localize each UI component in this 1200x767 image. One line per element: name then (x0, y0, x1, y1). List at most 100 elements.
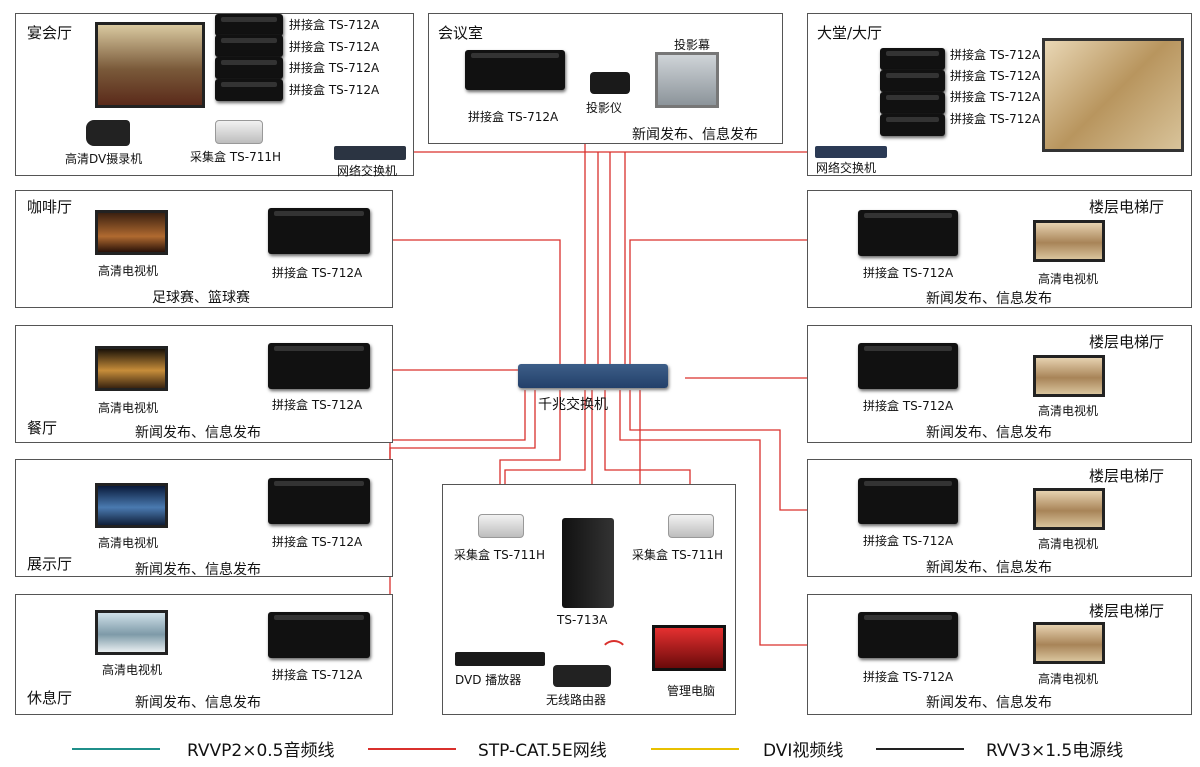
tv-label: 高清电视机 (1038, 404, 1099, 418)
splice-box-label: 拼接盒 TS-712A (272, 266, 363, 280)
dvd-label: DVD 播放器 (455, 673, 522, 687)
camera-label: 高清DV摄录机 (65, 152, 143, 166)
hd-tv (95, 483, 168, 528)
room-title: 楼层电梯厅 (1089, 602, 1165, 620)
splice-box-label: 拼接盒 TS-712A (863, 534, 954, 548)
splice-box-label: 拼接盒 TS-712A (289, 18, 380, 32)
capture-box-label: 采集盒 TS-711H (632, 548, 724, 562)
splice-box-label: 拼接盒 TS-712A (289, 61, 380, 75)
splice-box (215, 57, 283, 79)
pc-label: 管理电脑 (667, 684, 716, 698)
tv-label: 高清电视机 (102, 663, 163, 677)
legend-label: DVI视频线 (763, 741, 844, 761)
splice-box-label: 拼接盒 TS-712A (863, 670, 954, 684)
tv-label: 高清电视机 (1038, 672, 1099, 686)
gigabit-switch-label: 千兆交换机 (538, 397, 608, 413)
legend-label: RVVP2×0.5音频线 (187, 741, 335, 761)
room-caption: 足球赛、篮球赛 (152, 290, 250, 306)
capture-box-label: 采集盒 TS-711H (454, 548, 546, 562)
splice-box (858, 478, 958, 524)
projection-screen (655, 52, 719, 108)
network-switch-icon (334, 146, 406, 160)
splice-box-label: 拼接盒 TS-712A (950, 48, 1041, 62)
tv-label: 高清电视机 (1038, 272, 1099, 286)
hd-tv (95, 210, 168, 255)
splice-box-label: 拼接盒 TS-712A (272, 535, 363, 549)
room-caption: 新闻发布、信息发布 (926, 695, 1052, 711)
room-caption: 新闻发布、信息发布 (926, 425, 1052, 441)
splice-box (880, 48, 945, 70)
hd-tv (95, 346, 168, 391)
room-caption: 新闻发布、信息发布 (135, 562, 261, 578)
splice-box-label: 拼接盒 TS-712A (272, 398, 363, 412)
server-tower-icon (562, 518, 614, 608)
room-caption: 新闻发布、信息发布 (926, 560, 1052, 576)
gigabit-switch-icon (518, 364, 668, 388)
splice-box (880, 92, 945, 114)
lobby-video-wall (1042, 38, 1184, 152)
tv-label: 高清电视机 (98, 401, 159, 415)
room-title: 大堂/大厅 (817, 24, 883, 42)
splice-box-label: 拼接盒 TS-712A (272, 668, 363, 682)
splice-box (858, 210, 958, 256)
screen-label: 投影幕 (674, 38, 711, 52)
router-icon (553, 665, 611, 687)
legend-line-power (876, 748, 964, 750)
projector-label: 投影仪 (586, 101, 623, 115)
room-caption: 新闻发布、信息发布 (135, 425, 261, 441)
dvd-player-icon (455, 652, 545, 666)
capture-box (478, 514, 524, 538)
tv-label: 高清电视机 (98, 264, 159, 278)
legend-label: RVV3×1.5电源线 (986, 741, 1124, 761)
hd-tv (1033, 622, 1105, 664)
room-caption: 新闻发布、信息发布 (135, 695, 261, 711)
room-title: 会议室 (438, 24, 484, 42)
projector-icon (590, 72, 630, 94)
splice-box-label: 拼接盒 TS-712A (468, 110, 559, 124)
camera-icon (86, 120, 130, 146)
room-title: 楼层电梯厅 (1089, 198, 1165, 216)
router-label: 无线路由器 (546, 693, 607, 707)
capture-box-label: 采集盒 TS-711H (190, 150, 282, 164)
tv-label: 高清电视机 (1038, 537, 1099, 551)
server-label: TS-713A (557, 613, 608, 627)
room-title: 宴会厅 (27, 24, 73, 42)
hd-tv (95, 610, 168, 655)
hd-tv (1033, 355, 1105, 397)
splice-box (880, 114, 945, 136)
management-pc-icon (652, 625, 726, 671)
legend-label: STP-CAT.5E网线 (478, 741, 607, 761)
splice-box-label: 拼接盒 TS-712A (289, 83, 380, 97)
splice-box (215, 35, 283, 57)
room-title: 休息厅 (27, 689, 73, 707)
splice-box (880, 70, 945, 92)
splice-box-label: 拼接盒 TS-712A (863, 399, 954, 413)
hd-tv (1033, 220, 1105, 262)
splice-box-label: 拼接盒 TS-712A (863, 266, 954, 280)
room-title: 楼层电梯厅 (1089, 333, 1165, 351)
splice-box-label: 拼接盒 TS-712A (950, 90, 1041, 104)
splice-box (215, 79, 283, 101)
splice-box-label: 拼接盒 TS-712A (950, 112, 1041, 126)
room-title: 展示厅 (27, 555, 73, 573)
banquet-video-wall (95, 22, 205, 108)
network-switch-label: 网络交换机 (337, 164, 398, 178)
wifi-signal-icon (600, 640, 628, 668)
splice-box (858, 612, 958, 658)
room-title: 楼层电梯厅 (1089, 467, 1165, 485)
room-caption: 新闻发布、信息发布 (632, 127, 758, 143)
splice-box (215, 14, 283, 36)
splice-box (465, 50, 565, 90)
splice-box-label: 拼接盒 TS-712A (289, 40, 380, 54)
capture-box (668, 514, 714, 538)
network-switch-icon (815, 146, 887, 158)
splice-box (268, 478, 370, 524)
legend-line-audio (72, 748, 160, 750)
splice-box (858, 343, 958, 389)
splice-box-label: 拼接盒 TS-712A (950, 69, 1041, 83)
legend-line-video (651, 748, 739, 750)
network-switch-label: 网络交换机 (816, 161, 877, 175)
capture-box (215, 120, 263, 144)
legend-line-network (368, 748, 456, 750)
splice-box (268, 343, 370, 389)
